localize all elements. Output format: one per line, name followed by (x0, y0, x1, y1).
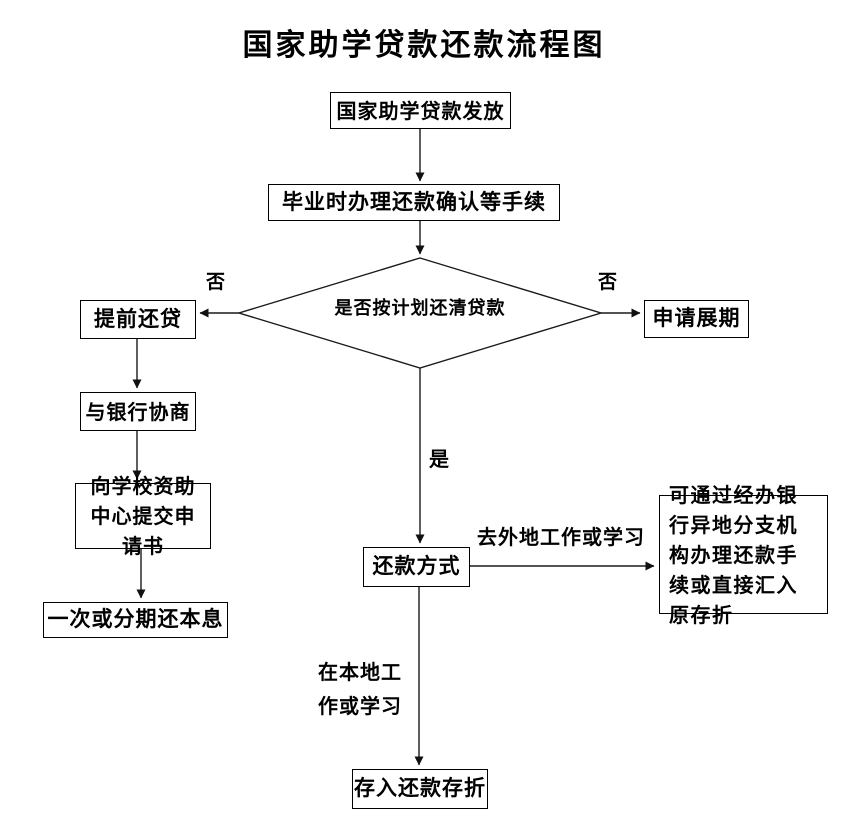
edge-label-no-left: 否 (206, 271, 227, 293)
node-lump-or-installment-label: 一次或分期还本息 (47, 607, 224, 632)
node-repay-method-label: 还款方式 (372, 554, 461, 579)
page-title: 国家助学贷款还款流程图 (242, 28, 606, 63)
node-repay-method: 还款方式 (363, 547, 470, 587)
node-extension: 申请展期 (644, 300, 749, 338)
node-negotiate-bank-label: 与银行协商 (85, 399, 191, 424)
node-negotiate-bank: 与银行协商 (80, 392, 196, 431)
node-deposit-passbook: 存入还款存折 (352, 769, 488, 809)
edge-label-work-local: 在本地工作或学习 (318, 660, 402, 718)
node-prepay-label: 提前还贷 (94, 306, 182, 331)
node-prepay: 提前还贷 (80, 300, 196, 339)
node-loan-issued-label: 国家助学贷款发放 (336, 98, 505, 123)
node-graduation-confirm: 毕业时办理还款确认等手续 (268, 184, 560, 221)
edge-label-yes: 是 (429, 447, 450, 471)
node-lump-or-installment: 一次或分期还本息 (43, 602, 228, 638)
edge-label-work-away: 去外地工作或学习 (477, 525, 645, 549)
node-apply-center-label: 向学校资助中心提交申请书 (90, 474, 196, 558)
edge-label-no-right: 否 (598, 271, 619, 293)
node-remote-branch: 可通过经办银行异地分支机构办理还款手续或直接汇入原存折 (659, 483, 828, 627)
node-remote-branch-label: 可通过经办银行异地分支机构办理还款手续或直接汇入原存折 (669, 482, 798, 627)
node-graduation-confirm-label: 毕业时办理还款确认等手续 (282, 189, 546, 214)
node-deposit-passbook-label: 存入还款存折 (354, 776, 486, 801)
node-loan-issued: 国家助学贷款发放 (330, 92, 511, 129)
node-apply-center: 向学校资助中心提交申请书 (75, 474, 211, 558)
node-extension-label: 申请展期 (652, 306, 741, 331)
node-decision-label: 是否按计划还清贷款 (334, 298, 506, 319)
